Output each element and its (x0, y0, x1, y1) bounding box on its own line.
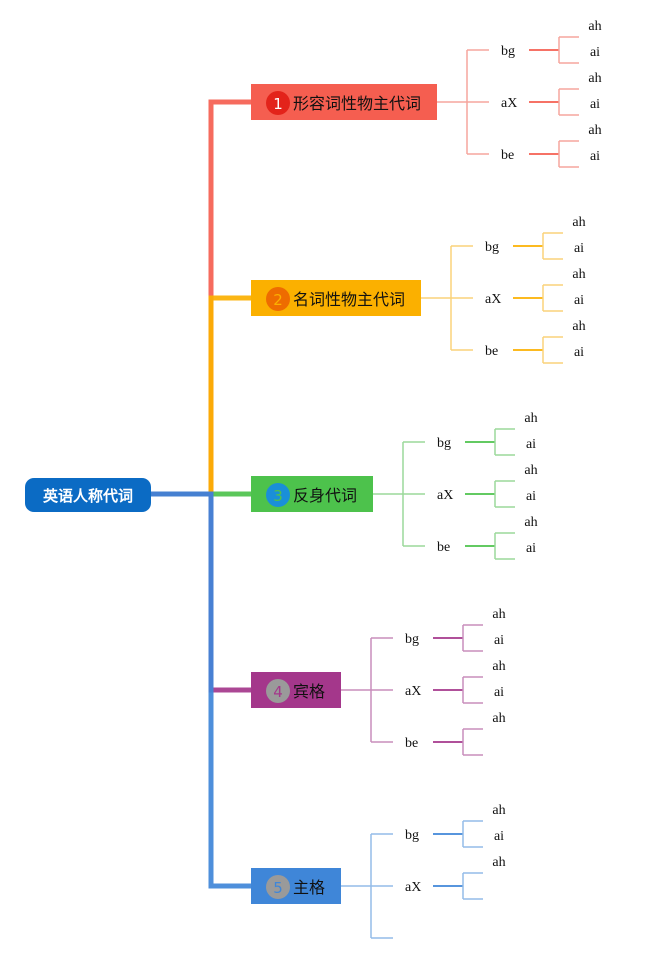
trunk-connector-2 (150, 295, 251, 497)
leaf-label[interactable]: ai (590, 97, 600, 112)
branch-5[interactable]: 5 主格 bg ah ai aX ah (251, 803, 506, 939)
branch-2[interactable]: 2 名词性物主代词 bg ah ai aX ah ai be ah ai (251, 215, 586, 364)
root-label: 英语人称代词 (43, 487, 133, 505)
branch-4[interactable]: 4 宾格 bg ah ai aX ah ai be ah (251, 607, 506, 756)
sub-node-label[interactable]: be (405, 736, 418, 751)
branch-number: 4 (273, 683, 283, 701)
branch-label: 反身代词 (293, 486, 357, 505)
leaf-label[interactable]: ah (524, 515, 537, 530)
leaf-label[interactable]: ah (524, 411, 537, 426)
sub-node-label[interactable]: be (501, 148, 514, 163)
leaf-label[interactable]: ah (588, 123, 601, 138)
branch-box (251, 868, 341, 904)
sub-node-label[interactable]: aX (501, 96, 517, 111)
sub-node-label[interactable]: aX (437, 488, 453, 503)
leaf-label[interactable]: ai (574, 293, 584, 308)
branch-box (251, 672, 341, 708)
sub-node-label[interactable]: bg (437, 436, 451, 451)
branch-number: 1 (273, 95, 283, 113)
leaf-label[interactable]: ah (492, 607, 505, 622)
leaf-label[interactable]: ah (572, 319, 585, 334)
root-node[interactable]: 英语人称代词 (25, 478, 151, 512)
branch-number-badge (266, 679, 290, 703)
leaf-label[interactable]: ah (492, 855, 505, 870)
leaf-label[interactable]: ai (590, 45, 600, 60)
branch-number-badge (266, 875, 290, 899)
branch-number-badge (266, 483, 290, 507)
sub-node-label[interactable]: be (485, 344, 498, 359)
root-box (25, 478, 151, 512)
trunk-connector-4 (150, 491, 251, 693)
sub-node-label[interactable]: be (437, 540, 450, 555)
leaf-label[interactable]: ah (572, 267, 585, 282)
leaf-label[interactable]: ah (492, 803, 505, 818)
sub-node-label[interactable]: aX (485, 292, 501, 307)
leaf-label[interactable]: ah (588, 71, 601, 86)
sub-node-label[interactable]: bg (501, 44, 515, 59)
leaf-label[interactable]: ai (526, 489, 536, 504)
branch-number-badge (266, 91, 290, 115)
trunk-connector-5 (150, 491, 251, 889)
sub-node-label[interactable]: aX (405, 880, 421, 895)
leaf-label[interactable]: ai (590, 149, 600, 164)
sub-node-label[interactable]: aX (405, 684, 421, 699)
branch-number: 2 (273, 291, 283, 309)
branch-label: 名词性物主代词 (293, 290, 405, 309)
leaf-label[interactable]: ah (588, 19, 601, 34)
branch-1[interactable]: 1 形容词性物主代词 bg ah ai aX ah ai be ah ai (251, 19, 602, 168)
leaf-label[interactable]: ai (526, 437, 536, 452)
leaf-label[interactable]: ai (526, 541, 536, 556)
leaf-label[interactable]: ai (574, 241, 584, 256)
sub-node-label[interactable]: bg (485, 240, 499, 255)
branch-number: 3 (273, 487, 283, 505)
leaf-label[interactable]: ai (494, 685, 504, 700)
leaf-label[interactable]: ai (574, 345, 584, 360)
leaf-label[interactable]: ah (572, 215, 585, 230)
branch-label: 宾格 (293, 682, 325, 701)
branch-label: 形容词性物主代词 (293, 94, 421, 113)
sub-node-label[interactable]: bg (405, 632, 419, 647)
leaf-label[interactable]: ah (492, 711, 505, 726)
leaf-label[interactable]: ah (492, 659, 505, 674)
branch-number-badge (266, 287, 290, 311)
sub-node-label[interactable]: bg (405, 828, 419, 843)
branch-3[interactable]: 3 反身代词 bg ah ai aX ah ai be ah ai (251, 411, 538, 560)
leaf-label[interactable]: ah (524, 463, 537, 478)
branch-label: 主格 (293, 878, 325, 897)
leaf-label[interactable]: ai (494, 633, 504, 648)
leaf-label[interactable]: ai (494, 829, 504, 844)
branch-number: 5 (273, 879, 283, 897)
